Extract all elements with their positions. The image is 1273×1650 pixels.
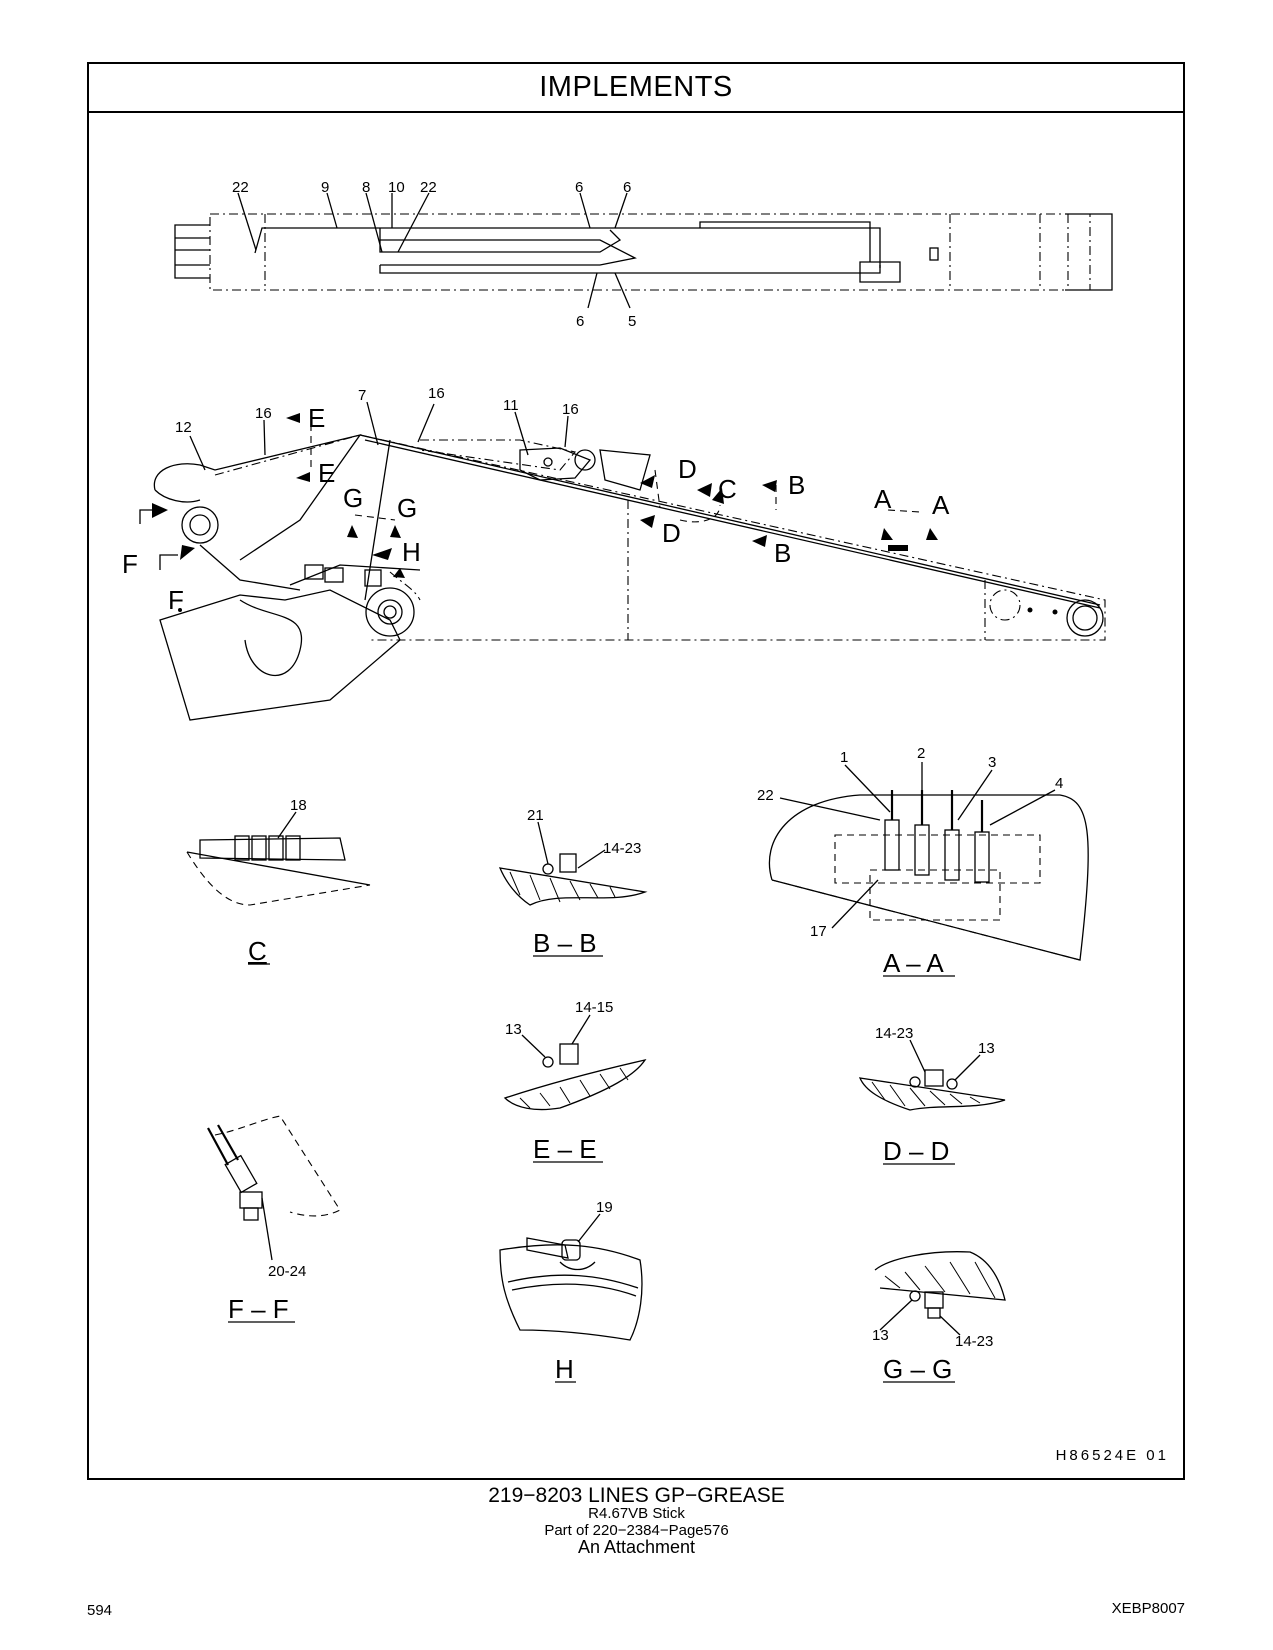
detail-EE-callout-13: 13 [505, 1021, 522, 1038]
section-title: IMPLEMENTS [539, 71, 733, 103]
callout-9: 9 [321, 179, 329, 196]
marker-H: H [402, 537, 421, 567]
marker-F-left: F [122, 549, 138, 579]
marker-E-bottom: E [318, 458, 335, 488]
detail-EE-title: E – E [533, 1134, 597, 1164]
caption-model: R4.67VB Stick [588, 1505, 685, 1522]
page-number: 594 [87, 1602, 113, 1619]
detail-EE-callout-14-15: 14-15 [575, 999, 613, 1016]
callout-12: 12 [175, 419, 192, 436]
detail-C: 18 C [186, 797, 371, 966]
detail-AA-callout-4: 4 [1055, 775, 1063, 792]
detail-B-B: 21 14-23 B – B [498, 807, 648, 958]
callout-11: 11 [503, 397, 519, 414]
detail-H-callout-19: 19 [596, 1199, 613, 1216]
callout-8: 8 [362, 179, 370, 196]
illustration-code: H86524E 01 [1055, 1447, 1169, 1464]
marker-D-top: D [678, 454, 697, 484]
callout-6a: 6 [575, 179, 583, 196]
callout-22a: 22 [232, 179, 249, 196]
page-frame: IMPLEMENTS H86524E 01 [87, 62, 1185, 1480]
detail-AA-callout-2: 2 [917, 745, 925, 762]
document-code: XEBP8007 [1111, 1600, 1185, 1617]
detail-DD-callout-14-23: 14-23 [875, 1025, 913, 1042]
callout-16a: 16 [255, 405, 272, 422]
detail-GG-callout-14-23: 14-23 [955, 1333, 993, 1350]
detail-F-F: 20-24 F – F [207, 1115, 341, 1324]
detail-C-title: C [248, 936, 267, 966]
marker-G-left: G [343, 483, 363, 513]
caption-part-title: 219−8203 LINES GP−GREASE [488, 1484, 785, 1507]
marker-A-right: A [932, 490, 950, 520]
marker-G-right: G [397, 493, 417, 523]
detail-H: 19 H [499, 1199, 643, 1384]
callout-7: 7 [358, 387, 366, 404]
detail-BB-title: B – B [533, 928, 597, 958]
marker-E-top: E [308, 403, 325, 433]
detail-AA-title: A – A [883, 948, 944, 978]
caption-attachment: An Attachment [577, 1537, 696, 1557]
callout-5: 5 [628, 313, 636, 330]
callout-6c: 6 [576, 313, 584, 330]
callout-16b: 16 [428, 385, 445, 402]
callout-22b: 22 [420, 179, 437, 196]
detail-GG-callout-13: 13 [872, 1327, 889, 1344]
detail-A-A: 1 2 3 4 22 17 A – A [757, 745, 1089, 978]
marker-C: C [718, 474, 737, 504]
detail-G-G: 13 14-23 G – G [872, 1251, 1006, 1384]
marker-D-bottom: D [662, 518, 681, 548]
callout-16c: 16 [562, 401, 579, 418]
stick-side-view: 12 16 7 16 11 16 E E G G H D C B D B A A… [122, 385, 1106, 721]
detail-AA-callout-3: 3 [988, 754, 996, 771]
section-header: IMPLEMENTS [89, 64, 1183, 113]
marker-B-bottom: B [774, 538, 791, 568]
detail-AA-callout-17: 17 [810, 923, 827, 940]
caption-part-of: Part of 220−2384−Page576 [544, 1522, 729, 1539]
detail-D-D: 14-23 13 D – D [858, 1025, 1006, 1166]
detail-DD-title: D – D [883, 1136, 949, 1166]
detail-BB-callout-14-23: 14-23 [603, 840, 641, 857]
detail-AA-callout-22: 22 [757, 787, 774, 804]
detail-FF-title: F – F [228, 1294, 289, 1324]
detail-DD-callout-13: 13 [978, 1040, 995, 1057]
detail-AA-callout-1: 1 [840, 749, 848, 766]
marker-F-bottom: F [168, 585, 184, 615]
detail-GG-title: G – G [883, 1354, 952, 1384]
stick-top-view: 22 9 8 10 22 6 6 6 5 [174, 179, 1113, 330]
callout-6b: 6 [623, 179, 631, 196]
marker-A-left: A [874, 484, 892, 514]
detail-BB-callout-21: 21 [527, 807, 544, 824]
marker-B-top: B [788, 470, 805, 500]
detail-FF-callout-20-24: 20-24 [268, 1263, 306, 1280]
grease-fittings [884, 790, 990, 883]
detail-E-E: 14-15 13 E – E [503, 999, 647, 1164]
detail-C-callout-18: 18 [290, 797, 307, 814]
callout-10: 10 [388, 179, 405, 196]
detail-H-title: H [555, 1354, 574, 1384]
